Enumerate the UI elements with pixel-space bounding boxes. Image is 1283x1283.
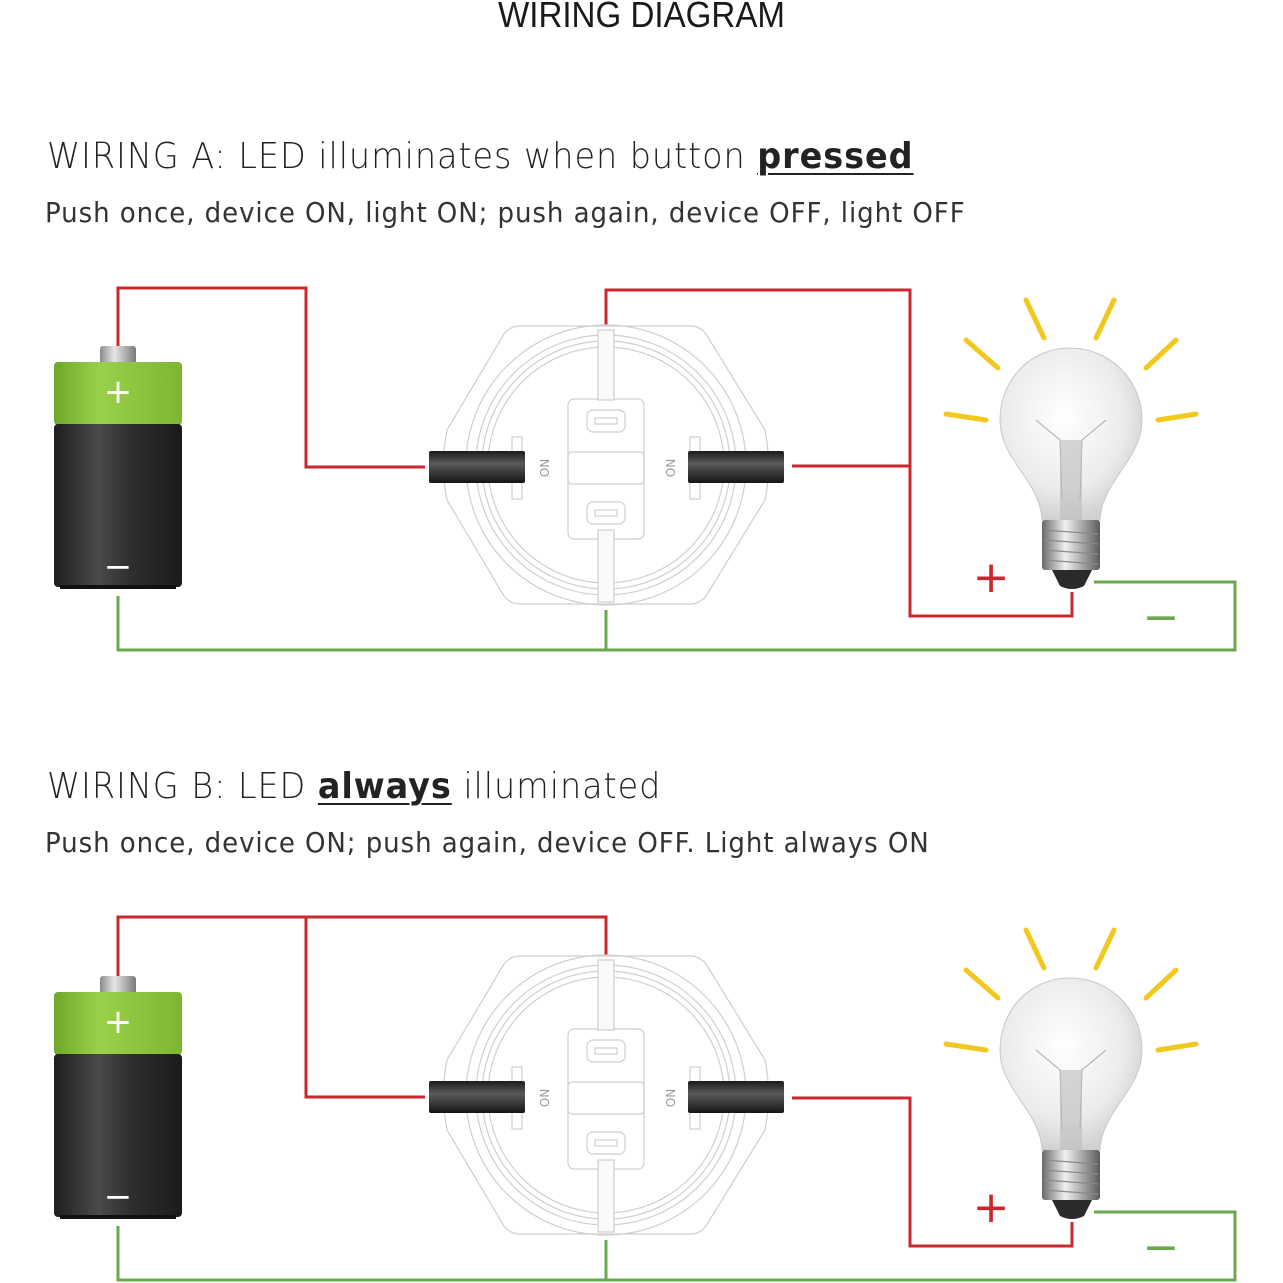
switch-right-no-label: NO <box>663 1089 677 1107</box>
switch-right-cable-icon <box>688 451 784 483</box>
wiring-b-negative-wires <box>116 1210 1237 1282</box>
wiring-b-heading-emphasis: always <box>317 766 452 807</box>
battery-minus-label: − <box>104 1177 133 1217</box>
wiring-b-heading: WIRING B: LED always illuminated <box>47 766 661 807</box>
wiring-b-heading-suffix: illuminated <box>451 766 662 807</box>
wiring-a-positive-wires <box>116 286 1074 618</box>
battery-plus-label: + <box>104 372 133 412</box>
switch-left-no-label: NO <box>537 1089 551 1107</box>
switch-left-no-label: NO <box>537 459 551 477</box>
bulb-minus-label: − <box>1143 592 1180 643</box>
wiring-b-heading-text: WIRING B: LED <box>47 766 318 807</box>
light-bulb-icon <box>946 300 1196 589</box>
wiring-a-diagram: + − NO NO + − <box>54 286 1237 652</box>
wiring-a-heading: WIRING A: LED illuminates when button pr… <box>47 136 913 177</box>
wiring-b-diagram: + − NO NO + − <box>54 915 1237 1282</box>
wiring-a-heading-text: WIRING A: LED illuminates when button <box>47 136 758 177</box>
bulb-minus-label: − <box>1143 1222 1180 1273</box>
wiring-a-heading-emphasis: pressed <box>757 136 914 177</box>
battery-minus-label: − <box>104 547 133 587</box>
wiring-b-positive-wires <box>116 915 1074 1248</box>
bulb-plus-label: + <box>973 552 1010 603</box>
switch-left-cable-icon <box>429 1081 525 1113</box>
switch-left-cable-icon <box>429 451 525 483</box>
switch-right-cable-icon <box>688 1081 784 1113</box>
page-title: WIRING DIAGRAM <box>497 0 786 35</box>
wiring-a-negative-wires <box>116 580 1237 652</box>
battery-plus-label: + <box>104 1002 133 1042</box>
light-bulb-icon <box>946 930 1196 1219</box>
wiring-b-description: Push once, device ON; push again, device… <box>45 826 930 859</box>
wiring-a-description: Push once, device ON, light ON; push aga… <box>45 196 966 229</box>
switch-right-no-label: NO <box>663 459 677 477</box>
bulb-plus-label: + <box>973 1182 1010 1233</box>
